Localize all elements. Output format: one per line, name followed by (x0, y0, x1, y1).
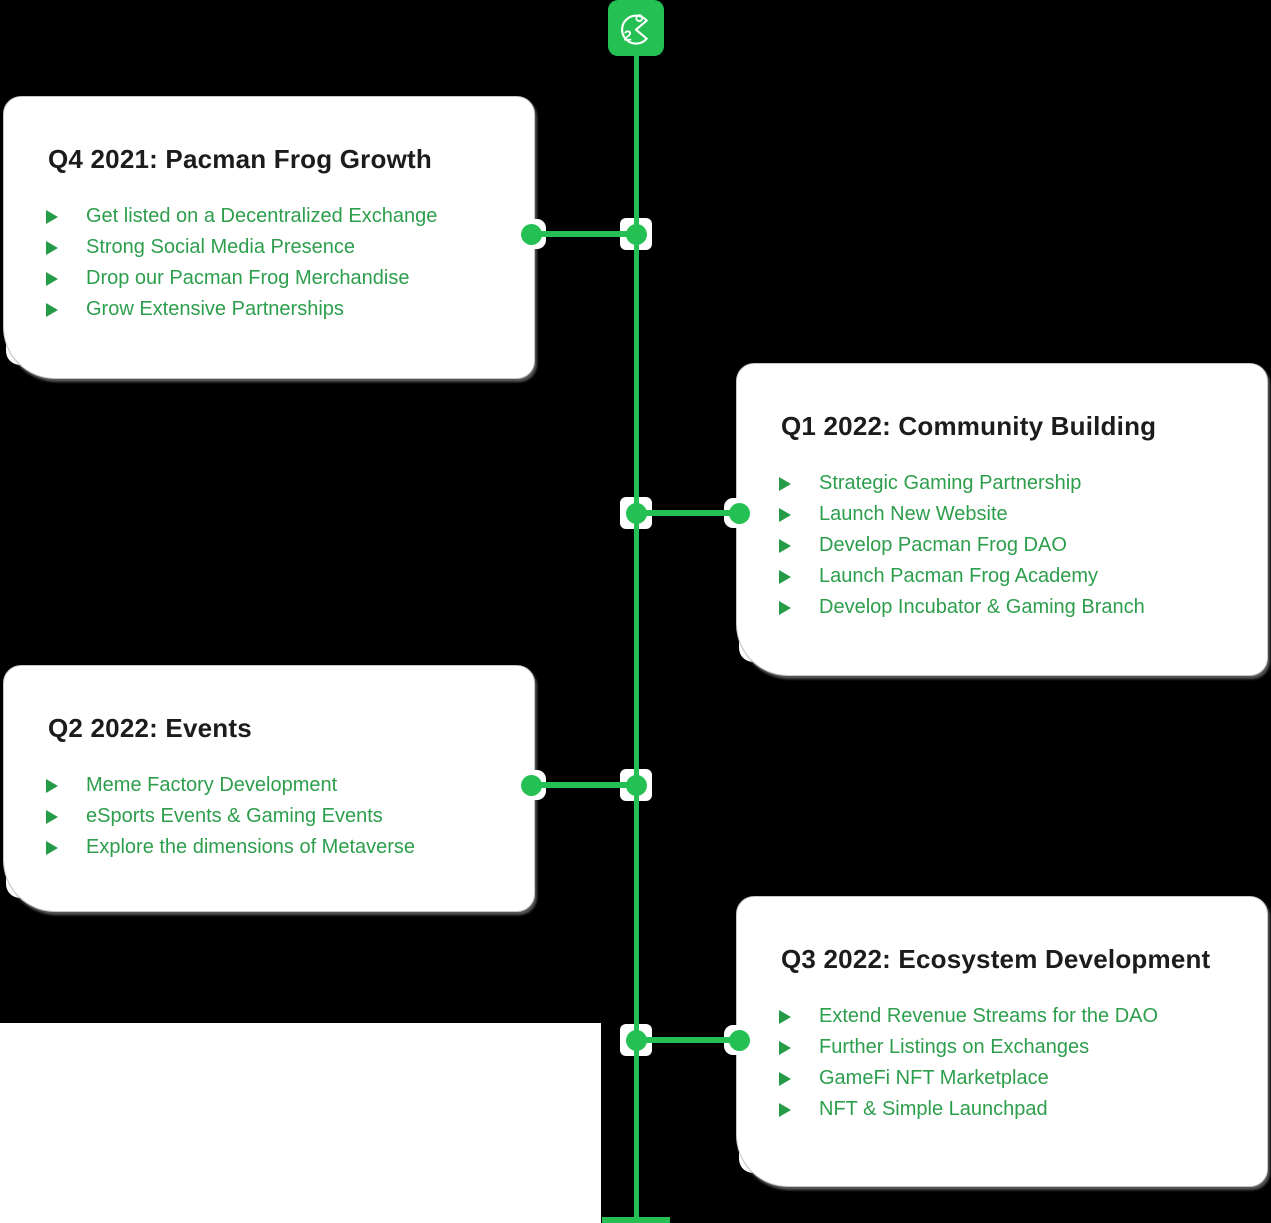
milestone-item: eSports Events & Gaming Events (46, 801, 497, 832)
connector-line (636, 1037, 739, 1043)
pacman-frog-icon: 2 (621, 14, 648, 45)
milestone-item: Develop Pacman Frog DAO (779, 530, 1230, 561)
triangle-bullet-icon (779, 1040, 791, 1055)
timeline-node-dot (626, 775, 647, 796)
milestone-title: Q1 2022: Community Building (781, 411, 1157, 441)
triangle-bullet-icon (46, 209, 58, 224)
milestone-item: Extend Revenue Streams for the DAO (779, 1001, 1230, 1032)
connector-line (636, 510, 739, 516)
milestone-title: Q3 2022: Ecosystem Development (781, 944, 1211, 974)
triangle-bullet-icon (46, 271, 58, 286)
milestone-card-q2-2022: Q2 2022: Events Meme Factory Development… (3, 665, 535, 912)
milestone-item: GameFi NFT Marketplace (779, 1063, 1230, 1094)
triangle-bullet-icon (46, 302, 58, 317)
connector-line (531, 231, 636, 237)
triangle-bullet-icon (46, 840, 58, 855)
pacman-frog-logo: 2 (608, 0, 664, 56)
milestone-item: Further Listings on Exchanges (779, 1032, 1230, 1063)
milestone-list: Meme Factory Development eSports Events … (46, 770, 497, 863)
milestone-title: Q2 2022: Events (48, 713, 252, 743)
milestone-item: Get listed on a Decentralized Exchange (46, 201, 497, 232)
milestone-item: Develop Incubator & Gaming Branch (779, 592, 1230, 623)
triangle-bullet-icon (779, 538, 791, 553)
milestone-card-q4-2021: Q4 2021: Pacman Frog Growth Get listed o… (3, 96, 535, 379)
connector-line (531, 782, 636, 788)
card-node-dot (521, 775, 542, 796)
triangle-bullet-icon (779, 507, 791, 522)
background-panel (0, 1023, 601, 1223)
milestone-card-q3-2022: Q3 2022: Ecosystem Development Extend Re… (736, 896, 1268, 1187)
milestone-list: Get listed on a Decentralized Exchange S… (46, 201, 497, 325)
card-node-dot (729, 503, 750, 524)
triangle-bullet-icon (779, 1102, 791, 1117)
triangle-bullet-icon (779, 600, 791, 615)
milestone-item: Explore the dimensions of Metaverse (46, 832, 497, 863)
milestone-item: Launch Pacman Frog Academy (779, 561, 1230, 592)
timeline-node-dot (626, 224, 647, 245)
milestone-title: Q4 2021: Pacman Frog Growth (48, 144, 432, 174)
logo-number: 2 (624, 28, 632, 44)
card-node-dot (521, 224, 542, 245)
triangle-bullet-icon (46, 778, 58, 793)
milestone-card-q1-2022: Q1 2022: Community Building Strategic Ga… (736, 363, 1268, 676)
triangle-bullet-icon (779, 1071, 791, 1086)
card-node-dot (729, 1030, 750, 1051)
triangle-bullet-icon (46, 240, 58, 255)
milestone-item: Drop our Pacman Frog Merchandise (46, 263, 497, 294)
triangle-bullet-icon (779, 476, 791, 491)
triangle-bullet-icon (46, 809, 58, 824)
timeline-end-cap (602, 1217, 670, 1223)
timeline-node-dot (626, 1030, 647, 1051)
triangle-bullet-icon (779, 1009, 791, 1024)
milestone-item: Strong Social Media Presence (46, 232, 497, 263)
milestone-item: Launch New Website (779, 499, 1230, 530)
milestone-item: Grow Extensive Partnerships (46, 294, 497, 325)
milestone-list: Strategic Gaming Partnership Launch New … (779, 468, 1230, 623)
milestone-list: Extend Revenue Streams for the DAO Furth… (779, 1001, 1230, 1125)
triangle-bullet-icon (779, 569, 791, 584)
timeline-spine (634, 50, 639, 1217)
milestone-item: Strategic Gaming Partnership (779, 468, 1230, 499)
milestone-item: NFT & Simple Launchpad (779, 1094, 1230, 1125)
timeline-node-dot (626, 503, 647, 524)
milestone-item: Meme Factory Development (46, 770, 497, 801)
